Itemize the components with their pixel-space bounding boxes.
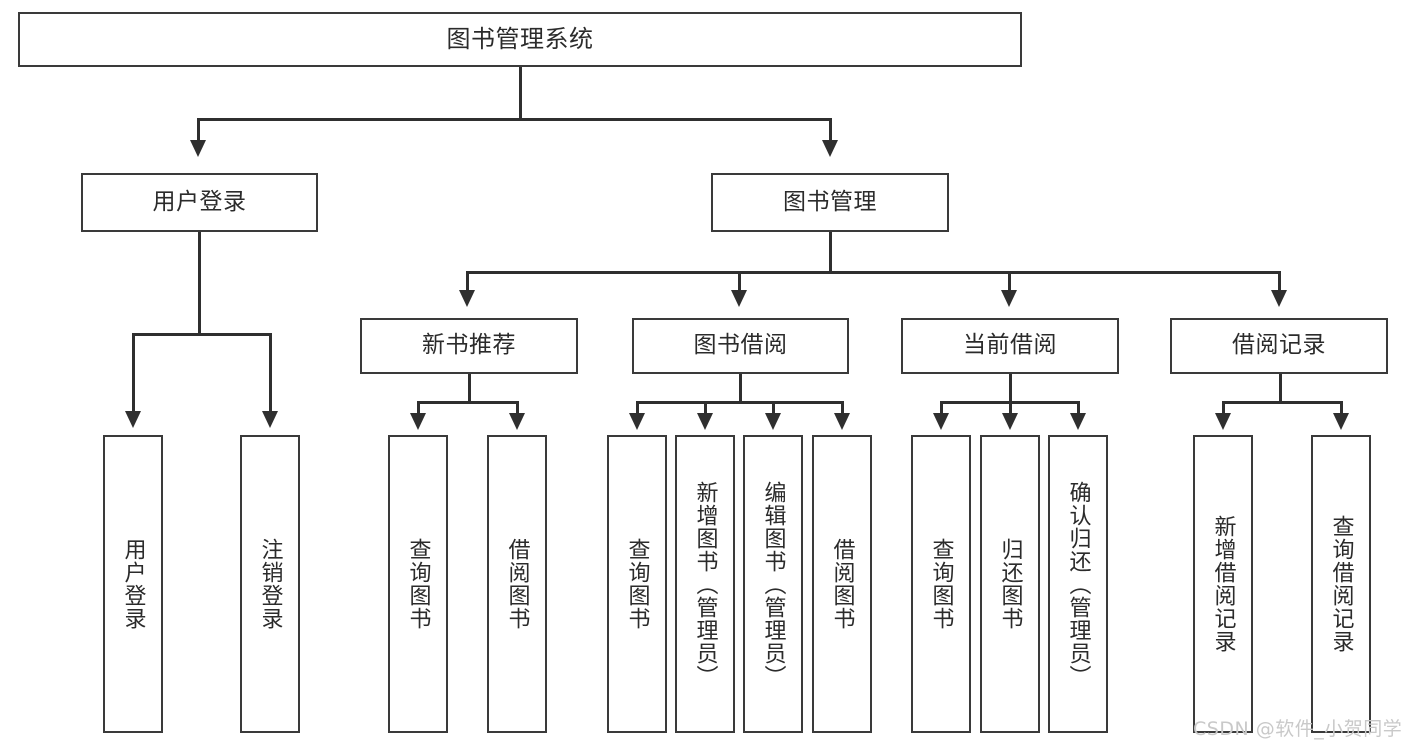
connector-book-borrow-drop-3 <box>772 401 775 419</box>
leaf-book-edit[interactable]: 编辑图书（管理员） <box>743 435 803 733</box>
node-label: 新增图书（管理员） <box>692 480 718 688</box>
leaf-new-book-query[interactable]: 查询图书 <box>388 435 448 733</box>
connector-new-book-drop-2 <box>516 401 519 419</box>
node-label: 图书管理系统 <box>446 25 594 54</box>
arrow-borrow-record-leaf-1 <box>1215 413 1231 430</box>
connector-current-borrow-trunk <box>1009 374 1012 402</box>
connector-new-book-trunk <box>468 374 471 402</box>
arrow-book-borrow-leaf-3 <box>765 413 781 430</box>
connector-book-borrow-drop-1 <box>636 401 639 419</box>
connector-borrow-record-drop-2 <box>1340 401 1343 419</box>
node-current-borrow[interactable]: 当前借阅 <box>901 318 1119 374</box>
connector-user-login-trunk <box>198 232 201 334</box>
arrow-user-login-leaf-1 <box>125 411 141 428</box>
connector-to-borrow-record <box>1278 271 1281 296</box>
arrow-to-current-borrow <box>1001 290 1017 307</box>
arrow-to-borrow-record <box>1271 290 1287 307</box>
connector-to-current-borrow <box>1008 271 1011 296</box>
connector-book-borrow-trunk <box>739 374 742 402</box>
connector-to-book-borrow <box>738 271 741 296</box>
node-label: 图书管理 <box>783 188 877 215</box>
csdn-watermark: CSDN @软件_小贺同学 <box>1193 718 1403 740</box>
arrow-book-borrow-leaf-2 <box>697 413 713 430</box>
node-user-login[interactable]: 用户登录 <box>81 173 318 232</box>
arrow-current-borrow-leaf-1 <box>933 413 949 430</box>
connector-new-book-bus <box>417 401 519 404</box>
node-label: 借阅图书 <box>504 538 530 630</box>
connector-current-borrow-drop-2 <box>1009 401 1012 419</box>
leaf-logout[interactable]: 注销登录 <box>240 435 300 733</box>
node-label: 新书推荐 <box>422 332 516 359</box>
arrow-to-new-book <box>459 290 475 307</box>
node-label: 查询图书 <box>405 538 431 630</box>
leaf-book-borrow-query[interactable]: 查询图书 <box>607 435 667 733</box>
connector-current-borrow-drop-3 <box>1077 401 1080 419</box>
node-new-book-recommend[interactable]: 新书推荐 <box>360 318 578 374</box>
arrow-new-book-leaf-2 <box>509 413 525 430</box>
leaf-current-query[interactable]: 查询图书 <box>911 435 971 733</box>
leaf-query-borrow-record[interactable]: 查询借阅记录 <box>1311 435 1371 733</box>
leaf-book-add[interactable]: 新增图书（管理员） <box>675 435 735 733</box>
connector-book-borrow-bus <box>636 401 842 404</box>
arrow-current-borrow-leaf-3 <box>1070 413 1086 430</box>
arrow-book-borrow-leaf-1 <box>629 413 645 430</box>
arrow-current-borrow-leaf-2 <box>1002 413 1018 430</box>
node-borrow-record[interactable]: 借阅记录 <box>1170 318 1388 374</box>
arrow-new-book-leaf-1 <box>410 413 426 430</box>
node-label: 当前借阅 <box>963 332 1057 359</box>
node-label: 借阅记录 <box>1232 332 1326 359</box>
connector-level3-bus <box>466 271 1280 274</box>
arrow-to-book-manage <box>822 140 838 157</box>
arrow-to-book-borrow <box>731 290 747 307</box>
node-label: 确认归还（管理员） <box>1065 480 1091 688</box>
node-label: 查询图书 <box>928 538 954 630</box>
node-label: 查询图书 <box>624 538 650 630</box>
node-label: 借阅图书 <box>829 538 855 630</box>
leaf-add-borrow-record[interactable]: 新增借阅记录 <box>1193 435 1253 733</box>
connector-current-borrow-drop-1 <box>940 401 943 419</box>
connector-to-user-login <box>197 118 200 148</box>
arrow-to-user-login <box>190 140 206 157</box>
leaf-confirm-return[interactable]: 确认归还（管理员） <box>1048 435 1108 733</box>
connector-book-borrow-drop-2 <box>704 401 707 419</box>
node-root-system[interactable]: 图书管理系统 <box>18 12 1022 67</box>
leaf-new-book-borrow[interactable]: 借阅图书 <box>487 435 547 733</box>
node-book-borrow[interactable]: 图书借阅 <box>632 318 849 374</box>
connector-borrow-record-drop-1 <box>1222 401 1225 419</box>
arrow-user-login-leaf-2 <box>262 411 278 428</box>
node-book-manage[interactable]: 图书管理 <box>711 173 949 232</box>
node-label: 新增借阅记录 <box>1210 515 1236 653</box>
connector-borrow-record-bus <box>1222 401 1342 404</box>
connector-root-trunk <box>519 67 522 119</box>
node-label: 注销登录 <box>257 538 283 630</box>
node-label: 用户登录 <box>120 538 146 630</box>
connector-new-book-drop-1 <box>417 401 420 419</box>
connector-user-login-bus <box>132 333 271 336</box>
arrow-book-borrow-leaf-4 <box>834 413 850 430</box>
connector-level2-bus <box>197 118 831 121</box>
leaf-return-book[interactable]: 归还图书 <box>980 435 1040 733</box>
connector-book-borrow-drop-4 <box>841 401 844 419</box>
connector-book-manage-trunk <box>829 232 832 272</box>
node-label: 查询借阅记录 <box>1328 515 1354 653</box>
connector-borrow-record-trunk <box>1279 374 1282 402</box>
arrow-borrow-record-leaf-2 <box>1333 413 1349 430</box>
node-label: 图书借阅 <box>693 332 788 359</box>
node-label: 编辑图书（管理员） <box>760 480 786 688</box>
connector-user-login-drop-2 <box>269 333 272 418</box>
node-label: 归还图书 <box>997 538 1023 630</box>
connector-to-new-book <box>466 271 469 296</box>
leaf-user-login[interactable]: 用户登录 <box>103 435 163 733</box>
node-label: 用户登录 <box>152 188 247 215</box>
leaf-book-borrow-action[interactable]: 借阅图书 <box>812 435 872 733</box>
connector-user-login-drop-1 <box>132 333 135 418</box>
connector-to-book-manage <box>829 118 832 148</box>
